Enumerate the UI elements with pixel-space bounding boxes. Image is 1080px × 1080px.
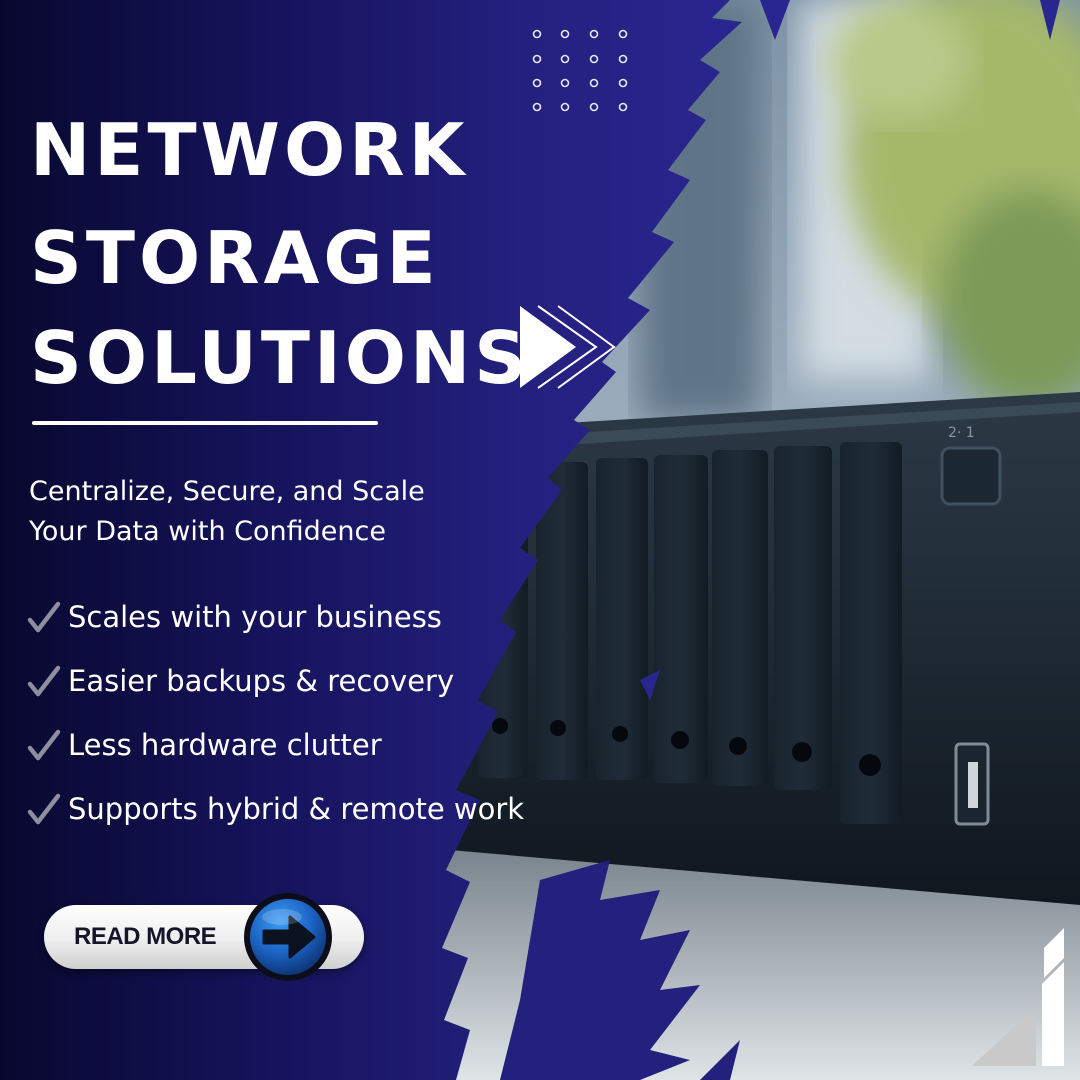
feature-item: Scales with your business bbox=[26, 596, 586, 660]
feature-label: Less hardware clutter bbox=[68, 728, 382, 762]
feature-item: Supports hybrid & remote work bbox=[26, 788, 586, 852]
feature-label: Supports hybrid & remote work bbox=[68, 792, 525, 826]
feature-list: Scales with your business Easier backups… bbox=[26, 596, 586, 852]
checkmark-icon bbox=[27, 729, 61, 761]
heading-line-2: STORAGE bbox=[30, 216, 440, 300]
feature-label: Scales with your business bbox=[68, 600, 442, 634]
checkmark-icon bbox=[27, 601, 61, 633]
feature-item: Easier backups & recovery bbox=[26, 660, 586, 724]
subtitle-line-1: Centralize, Secure, and Scale bbox=[29, 476, 425, 507]
svg-text:2· 1: 2· 1 bbox=[948, 425, 975, 441]
checkmark-icon bbox=[27, 793, 61, 825]
feature-label: Easier backups & recovery bbox=[68, 664, 455, 698]
dot-grid-icon bbox=[532, 29, 628, 112]
heading-line-3: SOLUTIONS bbox=[30, 316, 531, 400]
feature-item: Less hardware clutter bbox=[26, 724, 586, 788]
read-more-label: READ MORE bbox=[74, 923, 217, 950]
read-more-button[interactable]: READ MORE bbox=[44, 893, 364, 981]
double-chevron-icon bbox=[520, 305, 616, 389]
heading-line-1: NETWORK bbox=[30, 108, 469, 192]
heading-divider bbox=[32, 421, 378, 425]
arrow-right-icon[interactable] bbox=[242, 891, 334, 983]
subtitle-line-2: Your Data with Confidence bbox=[29, 516, 386, 547]
checkmark-icon bbox=[27, 665, 61, 697]
brand-logo-icon bbox=[972, 928, 1064, 1066]
